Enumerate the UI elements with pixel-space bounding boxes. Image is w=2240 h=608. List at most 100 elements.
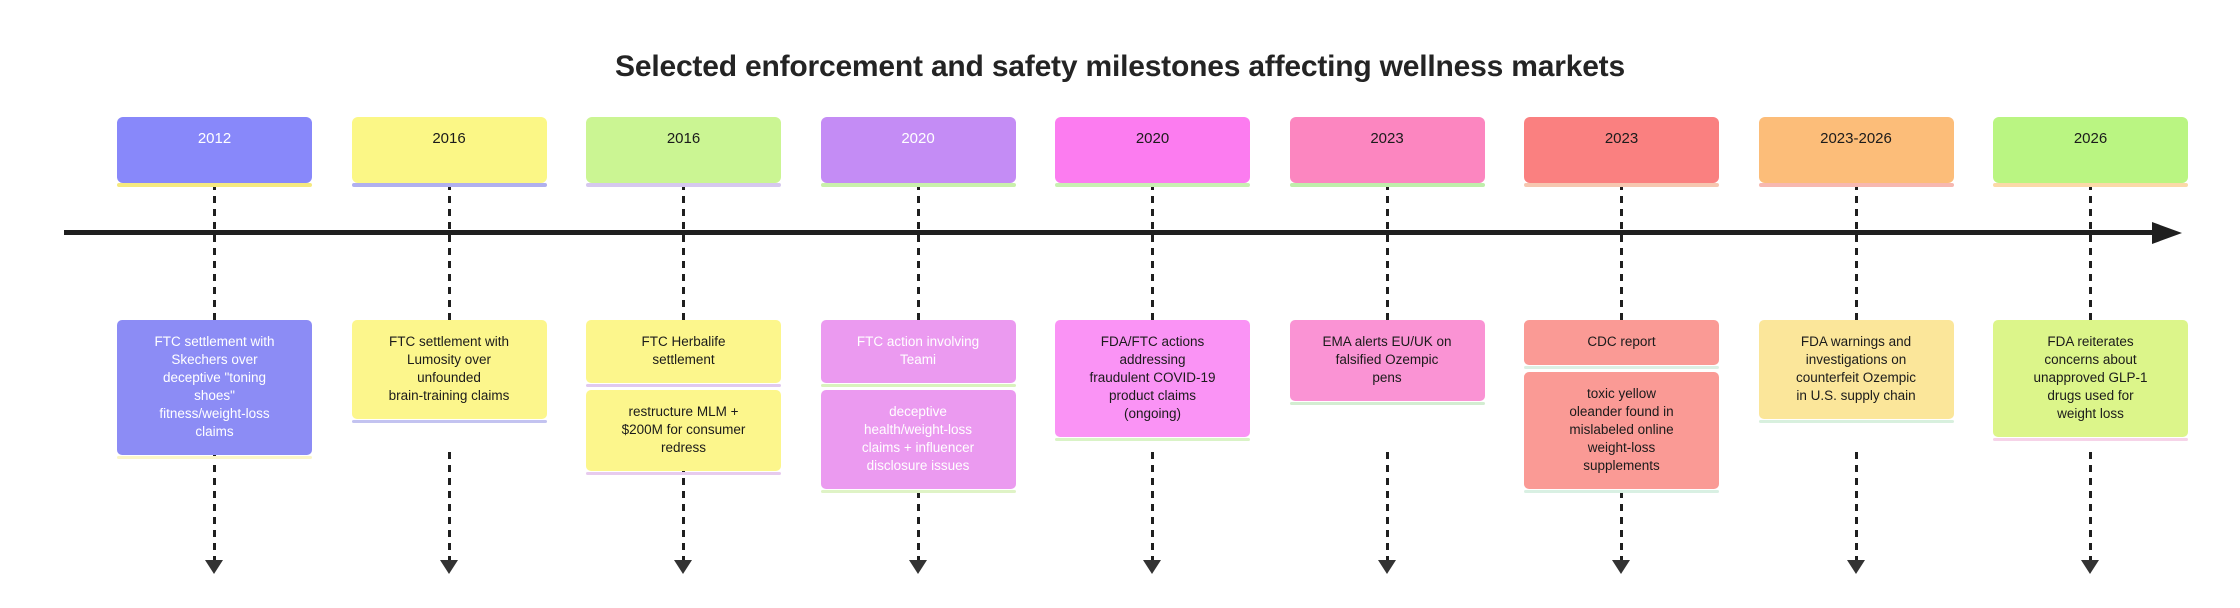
connector-arrow-icon <box>2081 560 2099 574</box>
connector-arrow-icon <box>1846 560 1865 574</box>
event-box[interactable]: deceptive health/weight-loss claims + in… <box>820 389 1016 489</box>
connector-dashed-line <box>1854 235 1858 325</box>
connector-dashed-line <box>1385 235 1389 325</box>
event-text: FTC settlement with Skechers over decept… <box>154 334 275 439</box>
timeline-axis-line <box>64 230 2154 235</box>
page-title: Selected enforcement and safety mileston… <box>615 50 1625 83</box>
event-list: CDC report toxic yellow oleander found in… <box>1524 320 1719 496</box>
period-label: 2023 <box>1604 130 1639 147</box>
period-header-box[interactable]: 2023-2026 <box>1758 117 1954 183</box>
period-underline <box>820 183 1016 187</box>
event-text: toxic yellow oleander found in mislabele… <box>1569 385 1674 473</box>
event-underline <box>1055 437 1250 441</box>
period-label: 2026 <box>2073 130 2108 147</box>
period-label: 2020 <box>901 130 935 147</box>
connector-dashed-line <box>1854 183 1858 235</box>
connector-arrow-icon <box>1612 560 1630 574</box>
period-header-box[interactable]: 2016 <box>351 117 547 183</box>
event-underline <box>351 419 547 423</box>
period-header-box[interactable]: 2026 <box>1993 117 2188 183</box>
connector-dashed-line <box>1385 183 1389 235</box>
event-underline <box>1993 437 2188 441</box>
connector-dashed-line <box>1151 235 1154 325</box>
event-underline <box>820 489 1016 493</box>
event-underline <box>586 383 781 387</box>
connector-dashed-line <box>1620 235 1623 325</box>
event-box[interactable]: toxic yellow oleander found in mislabele… <box>1524 371 1719 489</box>
event-underline <box>586 471 781 475</box>
event-underline <box>1289 401 1485 405</box>
period-underline <box>1993 183 2188 187</box>
event-box[interactable]: restructure MLM + $200M for consumer red… <box>586 389 781 471</box>
connector-arrow-icon <box>674 560 692 574</box>
connector-dashed-line <box>682 183 685 235</box>
connector-arrow-icon <box>1377 560 1396 574</box>
connector-dashed-line <box>1620 183 1623 235</box>
event-box[interactable]: FTC Herbalife settlement <box>586 320 781 383</box>
event-box[interactable]: FDA warnings and investigations on count… <box>1758 320 1954 419</box>
period-underline <box>117 183 312 187</box>
connector-dashed-line <box>916 452 920 562</box>
period-underline <box>1524 183 1719 187</box>
connector-dashed-line <box>447 183 451 235</box>
connector-dashed-line <box>916 235 920 325</box>
event-text: CDC report <box>1587 334 1656 349</box>
event-box[interactable]: FDA reiterates concerns about unapproved… <box>1993 320 2188 437</box>
event-box[interactable]: FTC settlement with Skechers over decept… <box>117 320 312 455</box>
connector-dashed-line <box>213 452 216 562</box>
connector-dashed-line <box>2089 235 2092 325</box>
period-header-box[interactable]: 2020 <box>820 117 1016 183</box>
event-list: FDA reiterates concerns about unapproved… <box>1993 320 2188 444</box>
event-underline <box>1758 419 1954 423</box>
event-text: FDA reiterates concerns about unapproved… <box>2033 334 2148 421</box>
event-box[interactable]: FTC settlement with Lumosity over unfoun… <box>351 320 547 419</box>
period-label: 2016 <box>666 130 701 147</box>
period-label: 2020 <box>1135 130 1170 147</box>
connector-dashed-line <box>1854 452 1858 562</box>
connector-dashed-line <box>213 235 216 325</box>
event-underline <box>117 455 312 459</box>
connector-dashed-line <box>682 452 685 562</box>
event-underline <box>820 383 1016 387</box>
event-box[interactable]: CDC report <box>1524 320 1719 365</box>
event-text: EMA alerts EU/UK on falsified Ozempic pe… <box>1322 334 1452 385</box>
event-text: deceptive health/weight-loss claims + in… <box>861 403 975 473</box>
connector-dashed-line <box>682 235 685 325</box>
connector-arrow-icon <box>439 560 458 574</box>
period-label: 2023-2026 <box>1820 130 1892 147</box>
event-box[interactable]: FTC action involving Teami <box>820 320 1016 383</box>
connector-dashed-line <box>2089 452 2092 562</box>
connector-dashed-line <box>2089 183 2092 235</box>
period-header-box[interactable]: 2023 <box>1524 117 1719 183</box>
period-header-box[interactable]: 2016 <box>586 117 781 183</box>
event-box[interactable]: EMA alerts EU/UK on falsified Ozempic pe… <box>1289 320 1485 401</box>
period-label: 2012 <box>197 130 232 147</box>
period-header-box[interactable]: 2012 <box>117 117 312 183</box>
event-list: FTC settlement with Skechers over decept… <box>117 320 312 462</box>
connector-dashed-line <box>213 183 216 235</box>
connector-dashed-line <box>447 235 451 325</box>
connector-dashed-line <box>447 452 451 562</box>
event-list: FDA warnings and investigations on count… <box>1758 320 1954 426</box>
event-list: FDA/FTC actions addressing fraudulent CO… <box>1055 320 1250 444</box>
period-underline <box>351 183 547 187</box>
period-underline <box>586 183 781 187</box>
connector-arrow-icon <box>205 560 223 574</box>
connector-arrow-icon <box>908 560 927 574</box>
event-box[interactable]: FDA/FTC actions addressing fraudulent CO… <box>1055 320 1250 437</box>
event-list: FTC action involving Teami deceptive heal… <box>820 320 1016 496</box>
connector-dashed-line <box>1151 452 1154 562</box>
connector-dashed-line <box>1620 452 1623 562</box>
event-text: FTC action involving Teami <box>856 334 980 367</box>
event-text: restructure MLM + $200M for consumer red… <box>621 403 746 455</box>
period-header-box[interactable]: 2020 <box>1055 117 1250 183</box>
period-header-box[interactable]: 2023 <box>1289 117 1485 183</box>
connector-dashed-line <box>1151 183 1154 235</box>
